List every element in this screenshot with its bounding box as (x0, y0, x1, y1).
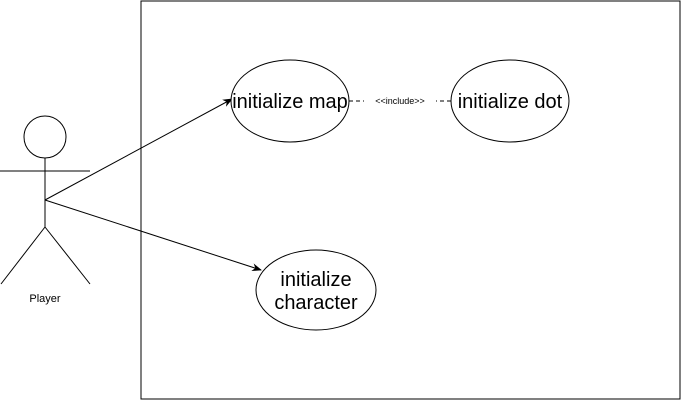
usecase-initialize-character-ellipse (255, 249, 377, 331)
usecase-initialize-dot[interactable]: initialize dot (450, 59, 570, 143)
usecase-initialize-dot-label: initialize dot (458, 91, 563, 113)
actor-label: Player (29, 293, 61, 305)
usecase-initialize-character[interactable]: initialize character (255, 249, 377, 331)
usecase-initialize-map-label: initialize map (232, 91, 348, 113)
usecase-initialize-character-label-line1: initialize (280, 269, 351, 291)
usecase-initialize-map-ellipse (230, 59, 350, 143)
system-boundary (140, 0, 681, 400)
actor-player[interactable]: Player (0, 115, 91, 305)
association-to-initialize-character (44, 199, 262, 272)
actor-right-leg (44, 226, 91, 285)
association-to-initialize-map (44, 98, 233, 201)
include-label-bg (364, 94, 436, 108)
usecase-initialize-map[interactable]: initialize map (230, 59, 350, 143)
actor-head (23, 115, 67, 159)
usecase-initialize-dot-ellipse (450, 59, 570, 143)
actor-left-leg (0, 226, 46, 285)
usecase-initialize-character-label-line2: character (274, 292, 358, 314)
include-label: <<include>> (375, 96, 425, 106)
